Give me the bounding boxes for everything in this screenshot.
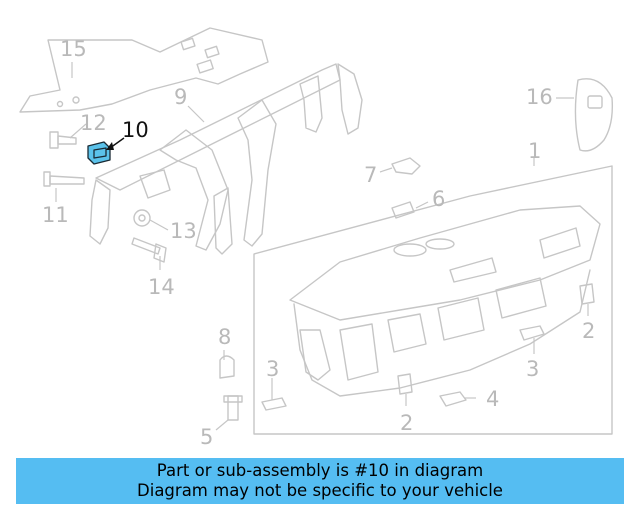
callout-2-right: 2 xyxy=(582,319,595,343)
part-9-cross-beam xyxy=(89,63,363,255)
callout-9: 9 xyxy=(174,85,187,109)
part-14-bolt xyxy=(131,237,167,263)
part-5-bolt xyxy=(223,395,243,421)
part-12-bolt xyxy=(49,131,77,149)
banner-line-2: Diagram may not be specific to your vehi… xyxy=(137,481,503,500)
part-8-clip xyxy=(219,355,235,379)
callout-2-bottom: 2 xyxy=(400,411,413,435)
callout-7: 7 xyxy=(364,163,377,187)
callout-14: 14 xyxy=(148,275,175,299)
callout-3-right: 3 xyxy=(526,357,539,381)
part-3-clips xyxy=(261,325,545,411)
leader-lines xyxy=(55,62,589,431)
part-6-bracket xyxy=(391,201,415,219)
part-11-bolt xyxy=(43,171,85,187)
callout-1: 1 xyxy=(528,139,541,163)
callout-13: 13 xyxy=(170,219,197,243)
callout-10: 10 xyxy=(122,118,149,142)
part-10-highlighted[interactable] xyxy=(87,137,125,165)
callout-labels: 15 9 16 12 10 1 7 6 11 13 14 2 8 3 3 4 2… xyxy=(42,37,595,449)
callout-8: 8 xyxy=(218,325,231,349)
part-13-nut xyxy=(133,209,151,227)
part-4-clip xyxy=(439,391,467,407)
callout-4: 4 xyxy=(486,387,499,411)
callout-6: 6 xyxy=(432,187,445,211)
part-1-instrument-panel xyxy=(253,165,613,435)
callout-15: 15 xyxy=(60,37,87,61)
callout-5: 5 xyxy=(200,425,213,449)
callout-11: 11 xyxy=(42,203,69,227)
part-15-plate xyxy=(19,27,269,113)
part-7-clip xyxy=(391,157,421,175)
part-16-cover xyxy=(574,78,614,152)
callout-12: 12 xyxy=(80,111,107,135)
banner-line-1: Part or sub-assembly is #10 in diagram xyxy=(156,461,484,480)
callout-3-left: 3 xyxy=(266,357,279,381)
info-banner: Part or sub-assembly is #10 in diagram D… xyxy=(16,458,624,504)
callout-16: 16 xyxy=(526,85,553,109)
part-2-clips xyxy=(397,283,595,395)
